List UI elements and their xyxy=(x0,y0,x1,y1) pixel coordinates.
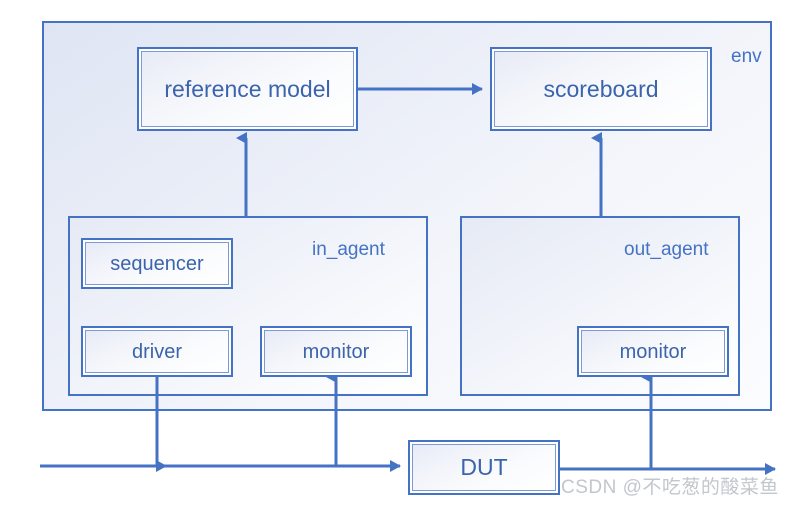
scoreboard-label: scoreboard xyxy=(543,75,659,102)
reference-model-label: reference model xyxy=(164,75,331,102)
reference-model-block[interactable]: reference model xyxy=(137,47,358,131)
out-agent-monitor-block[interactable]: monitor xyxy=(577,326,729,377)
driver-fill: driver xyxy=(85,330,229,373)
sequencer-fill: sequencer xyxy=(85,242,229,285)
scoreboard-block[interactable]: scoreboard xyxy=(490,47,712,131)
reference-model-fill: reference model xyxy=(141,51,354,127)
in-agent-monitor-fill: monitor xyxy=(264,330,408,373)
env-label: env xyxy=(731,46,762,67)
sequencer-block[interactable]: sequencer xyxy=(81,238,233,289)
in-agent-label: in_agent xyxy=(312,239,385,260)
out-agent-label: out_agent xyxy=(624,239,709,260)
out-agent-monitor-label: monitor xyxy=(619,340,687,363)
dut-block[interactable]: DUT xyxy=(408,440,560,495)
driver-label: driver xyxy=(131,340,182,363)
dut-label: DUT xyxy=(460,454,508,480)
scoreboard-fill: scoreboard xyxy=(494,51,708,127)
sequencer-label: sequencer xyxy=(110,252,204,275)
in-agent-monitor-label: monitor xyxy=(302,340,370,363)
dut-fill: DUT xyxy=(412,444,556,491)
in-agent-monitor-block[interactable]: monitor xyxy=(260,326,412,377)
csdn-watermark: CSDN @不吃葱的酸菜鱼 xyxy=(561,477,779,498)
out-agent-monitor-fill: monitor xyxy=(581,330,725,373)
driver-block[interactable]: driver xyxy=(81,326,233,377)
